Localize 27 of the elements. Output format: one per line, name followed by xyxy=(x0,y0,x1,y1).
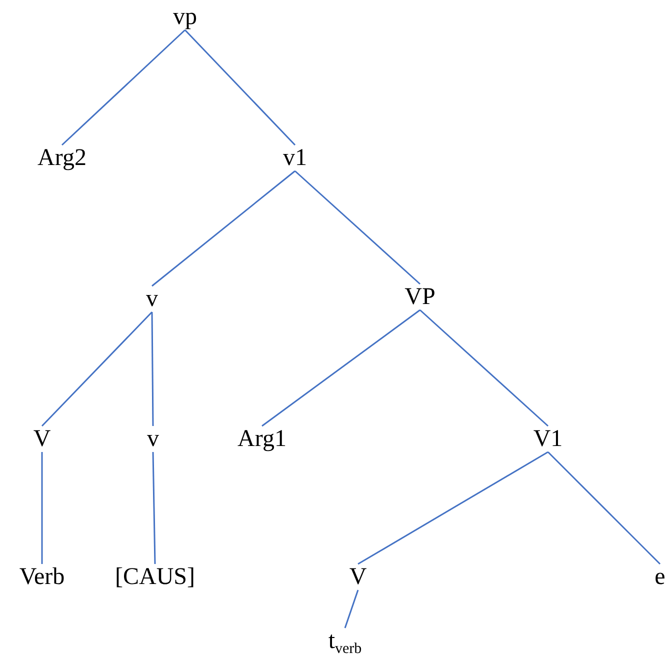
tree-node-label: Arg1 xyxy=(238,427,286,451)
tree-branch-line xyxy=(41,311,153,427)
tree-branch-line xyxy=(61,29,186,146)
tree-node-label: V1 xyxy=(533,427,563,451)
tree-branch-line xyxy=(358,451,548,565)
tree-node-label: VP xyxy=(404,285,436,309)
tree-branch-line xyxy=(41,452,43,564)
tree-branch-line xyxy=(152,452,156,564)
tree-node-label: V xyxy=(33,427,51,451)
tree-node-label: t$_{verb}$ xyxy=(328,629,362,653)
tree-node-label: Verb xyxy=(19,565,65,589)
tree-node-label: v1 xyxy=(283,146,307,170)
tree-node-label: v xyxy=(147,427,159,451)
tree-node-label: e xyxy=(654,565,666,589)
tree-branch-line xyxy=(547,451,661,565)
tree-branch-line xyxy=(184,29,296,146)
tree-node-label: Arg2 xyxy=(38,146,86,170)
tree-node-label: [CAUS] xyxy=(115,565,195,589)
tree-node-label: vp xyxy=(173,5,197,29)
tree-branch-line xyxy=(294,170,420,285)
tree-node-label: V xyxy=(349,565,367,589)
tree-branch-line xyxy=(262,309,420,427)
tree-branch-line xyxy=(151,312,154,426)
tree-branch-line xyxy=(152,170,296,287)
tree-branch-line xyxy=(344,590,359,628)
tree-node-label: v xyxy=(146,287,158,311)
tree-branch-line xyxy=(420,309,548,427)
